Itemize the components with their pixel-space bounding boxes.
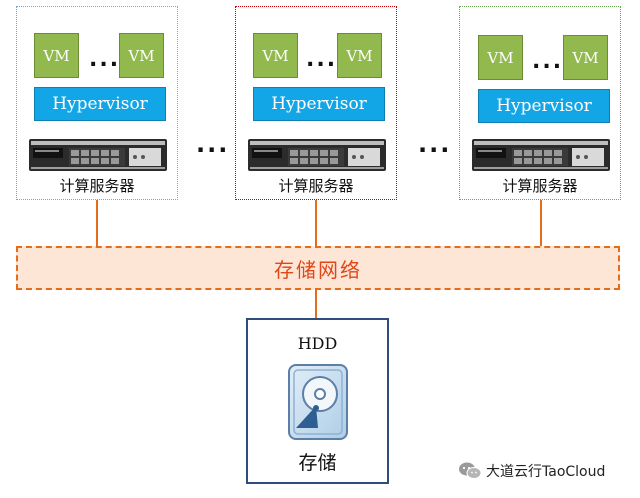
vm-box: VM [34, 33, 79, 78]
vm-ellipsis: ... [532, 49, 564, 74]
rack-server-icon [29, 139, 167, 171]
vm-box: VM [337, 33, 382, 78]
vm-box: VM [253, 33, 298, 78]
rack-server-icon [472, 139, 610, 171]
server-group-3: VM ... VM Hypervisor 计算服务器 [459, 6, 621, 200]
storage-label: 存储 [298, 452, 337, 474]
compute-server-label: 计算服务器 [502, 177, 578, 195]
vm-box: VM [478, 35, 523, 80]
server-ellipsis: ... [418, 130, 452, 158]
storage-network-label: 存储网络 [274, 257, 362, 282]
hard-disk-icon [288, 364, 348, 440]
connector-line [315, 200, 317, 246]
connector-line [315, 290, 317, 318]
storage-box: HDD 存储 [246, 318, 389, 484]
watermark-text: 大道云行TaoCloud [486, 464, 606, 480]
connector-line [540, 200, 542, 246]
vm-box: VM [119, 33, 164, 78]
hypervisor-box: Hypervisor [253, 87, 385, 121]
storage-network-bar: 存储网络 [16, 246, 620, 290]
compute-server-label: 计算服务器 [59, 177, 135, 195]
server-group-1: VM ... VM Hypervisor 计算服务器 [16, 6, 178, 200]
compute-server-label: 计算服务器 [278, 177, 354, 195]
server-group-2: VM ... VM Hypervisor 计算服务器 [235, 6, 397, 200]
vm-ellipsis: ... [89, 47, 121, 72]
watermark: 大道云行TaoCloud [458, 459, 605, 483]
hypervisor-box: Hypervisor [478, 89, 610, 123]
vm-ellipsis: ... [306, 47, 338, 72]
rack-server-icon [248, 139, 386, 171]
wechat-icon [459, 462, 482, 479]
hdd-title: HDD [297, 334, 338, 353]
server-ellipsis: ... [196, 130, 230, 158]
vm-box: VM [563, 35, 608, 80]
connector-line [96, 200, 98, 246]
hypervisor-box: Hypervisor [34, 87, 166, 121]
